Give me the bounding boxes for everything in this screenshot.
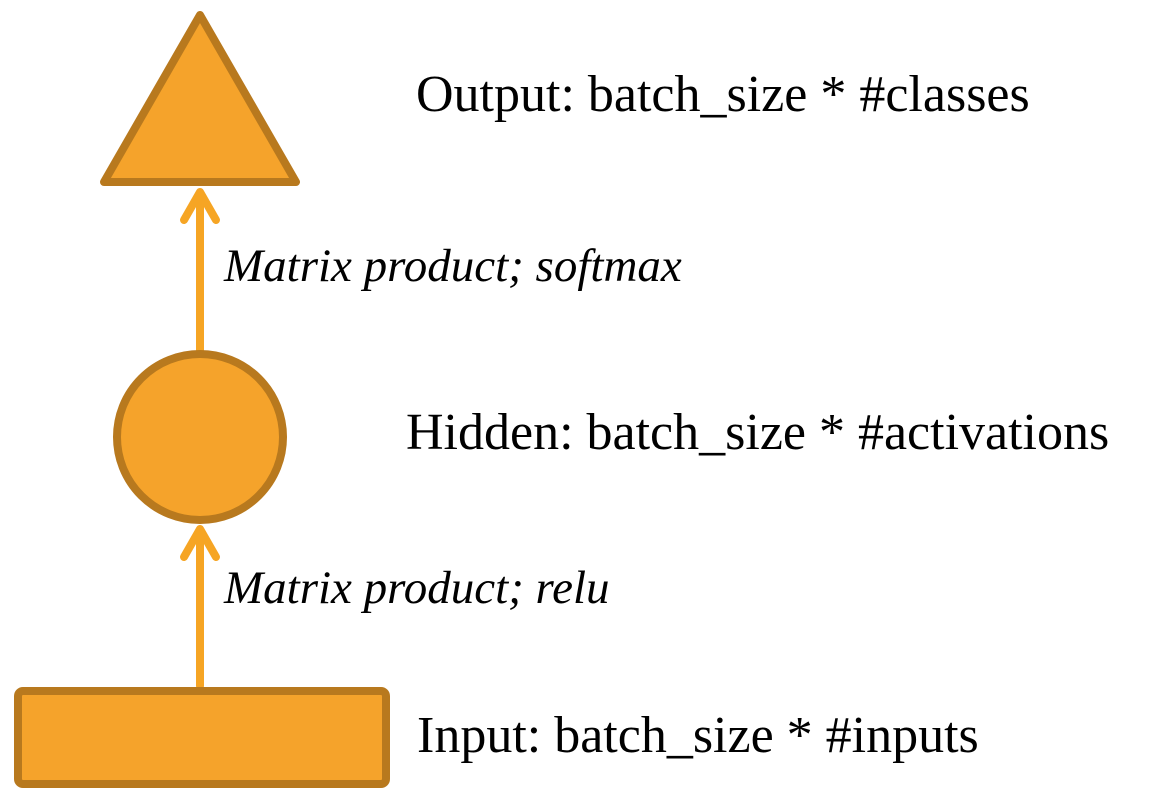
arrow-head-icon <box>180 525 220 561</box>
input-node-rectangle <box>14 687 390 788</box>
hidden-node-label: Hidden: batch_size * #activations <box>406 404 1110 461</box>
hidden-node-circle <box>113 350 287 524</box>
edge-label-softmax: Matrix product; softmax <box>224 240 682 292</box>
edge-input-to-hidden <box>180 525 220 690</box>
output-node-triangle <box>100 11 300 186</box>
edge-hidden-to-output <box>180 188 220 354</box>
input-node-label: Input: batch_size * #inputs <box>417 707 979 764</box>
edge-label-relu: Matrix product; relu <box>224 562 610 614</box>
output-node-label: Output: batch_size * #classes <box>416 66 1030 123</box>
arrow-head-icon <box>180 188 220 224</box>
